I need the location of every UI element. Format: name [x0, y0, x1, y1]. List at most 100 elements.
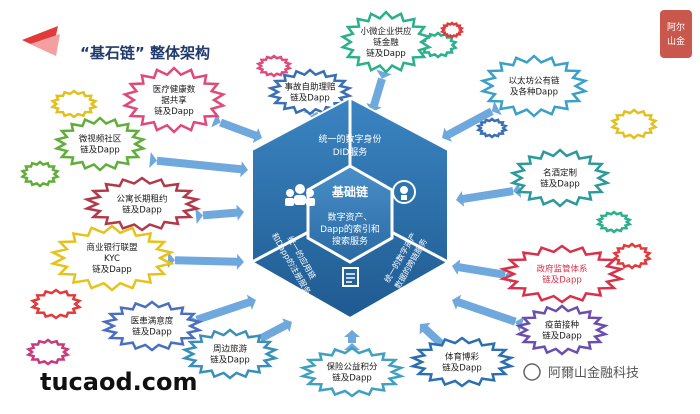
people-icon [285, 184, 315, 206]
app-node-label-line: 医疗健康数 [153, 84, 196, 95]
app-node-label-line: 名酒定制 [543, 168, 577, 179]
connector-arrows [149, 69, 525, 358]
core-name: 基础链 [331, 184, 369, 199]
core-center-line-2: Dapp的索引和 [320, 223, 380, 235]
app-node-label-line: 链及Dapp [542, 331, 582, 342]
app-node-burst-shape [498, 244, 626, 304]
app-node-burst-shape [82, 176, 202, 232]
core-top-line-1: 统一的数字身份 [318, 133, 381, 145]
decor-burst-shape [49, 89, 99, 119]
double-arrow-icon [211, 112, 262, 143]
app-node-burst-shape [100, 300, 204, 352]
double-arrow-icon [456, 182, 522, 207]
app-node-label-line: 小微企业供应 [360, 26, 412, 37]
decor-burst-shape [612, 242, 652, 270]
decor-burst-shape [595, 210, 633, 234]
svg-text:阿尔: 阿尔 [667, 21, 685, 33]
app-node-burst-shape [408, 336, 516, 388]
decor-burst-shape [439, 21, 465, 39]
app-node-label-line: 政府监管体系 [536, 264, 587, 275]
app-node-label-line: 疫苗接种 [545, 320, 579, 331]
double-arrow-icon [442, 100, 502, 142]
app-node-label-line: 链及Dapp [540, 179, 580, 190]
double-arrow-icon [167, 252, 244, 270]
app-node-burst-shape [267, 68, 353, 116]
double-arrow-icon [366, 69, 392, 112]
app-node-label-line: 微视频社区 [79, 134, 122, 145]
app-node-label-line: KYC [104, 254, 120, 264]
decor-burst-shape [475, 117, 509, 139]
app-node-label-line: 事故自助理赔 [284, 82, 336, 93]
lightbulb-icon [392, 180, 416, 204]
decor-burst-shape [29, 288, 83, 320]
core-center-line-1: 数字资产、 [327, 211, 372, 223]
app-node-label-line: 保险公益积分 [326, 362, 378, 373]
title-arrow-shadow [30, 34, 60, 56]
core-center-line-3: 搜索服务 [332, 235, 368, 247]
decor-burst-shape [25, 338, 71, 366]
app-node-label-line: 链及Dapp [92, 264, 132, 275]
app-node-label-line: 体育博彩 [445, 352, 480, 363]
app-node-label-line: 链及Dapp [122, 205, 162, 216]
watermark-right-text: 阿爾山金融科技 [548, 365, 639, 381]
app-node-burst-shape [515, 304, 609, 356]
double-arrow-icon [195, 204, 244, 224]
decor-burst-shape [255, 54, 293, 78]
app-node-label-line: 及各种Dapp [510, 87, 558, 98]
app-node-label-line: 链及Dapp [290, 93, 330, 104]
diagram-title: “基石链” 整体架构 [80, 44, 210, 62]
watermark-right: 阿爾山金融科技 [523, 363, 639, 381]
core-hexagon: 基础链 数字资产、 Dapp的索引和 搜索服务 统一的数字身份 DID服务 统一… [251, 96, 449, 320]
logo-seal: 阿尔 山金 [660, 10, 692, 58]
double-arrow-icon [250, 318, 292, 350]
double-arrow-icon [149, 152, 248, 178]
app-node-label-line: 链金融 [373, 37, 399, 48]
app-node-label-line: 以太坊公有链 [508, 76, 560, 87]
app-node-label-line: 链及Dapp [542, 275, 582, 286]
decor-burst-shape [20, 160, 60, 188]
app-node-burst-shape [298, 346, 406, 398]
app-node-label-line: 链及Dapp [132, 327, 172, 338]
watermark-left: tucaod.com [40, 368, 198, 396]
app-node-burst-shape [121, 66, 227, 134]
app-node-label-line: 链及Dapp [210, 355, 250, 366]
double-arrow-icon [344, 330, 360, 350]
app-node-label-line: 据共享 [161, 95, 187, 106]
app-node-burst-shape [479, 54, 589, 118]
app-node-burst-shape [339, 10, 433, 74]
decor-burst-shape [610, 108, 658, 140]
app-node-burst-shape [49, 224, 175, 292]
app-node-label-line: 链及Dapp [332, 373, 372, 384]
app-node-label-line: 链及Dapp [80, 145, 120, 156]
svg-text:山金: 山金 [667, 35, 685, 47]
app-node-label-line: 链及Dapp [154, 106, 194, 117]
app-node-burst-shape [53, 116, 147, 172]
app-node-label-line: 链及Dapp [442, 363, 482, 374]
title-group: “基石链” 整体架构 [22, 26, 210, 62]
double-arrow-icon [452, 259, 514, 284]
app-node-label-line: 链及Dapp [366, 48, 406, 59]
app-node-burst-shape [509, 148, 611, 208]
double-arrow-icon [452, 294, 525, 332]
app-node-label-line: 医患满意度 [131, 316, 174, 327]
app-node-label-line: 公寓长期租约 [116, 194, 167, 205]
double-arrow-icon [187, 294, 256, 330]
app-node-burst-shape [180, 328, 280, 380]
decorative-bursts [20, 21, 658, 366]
core-top-line-2: DID服务 [333, 146, 368, 158]
